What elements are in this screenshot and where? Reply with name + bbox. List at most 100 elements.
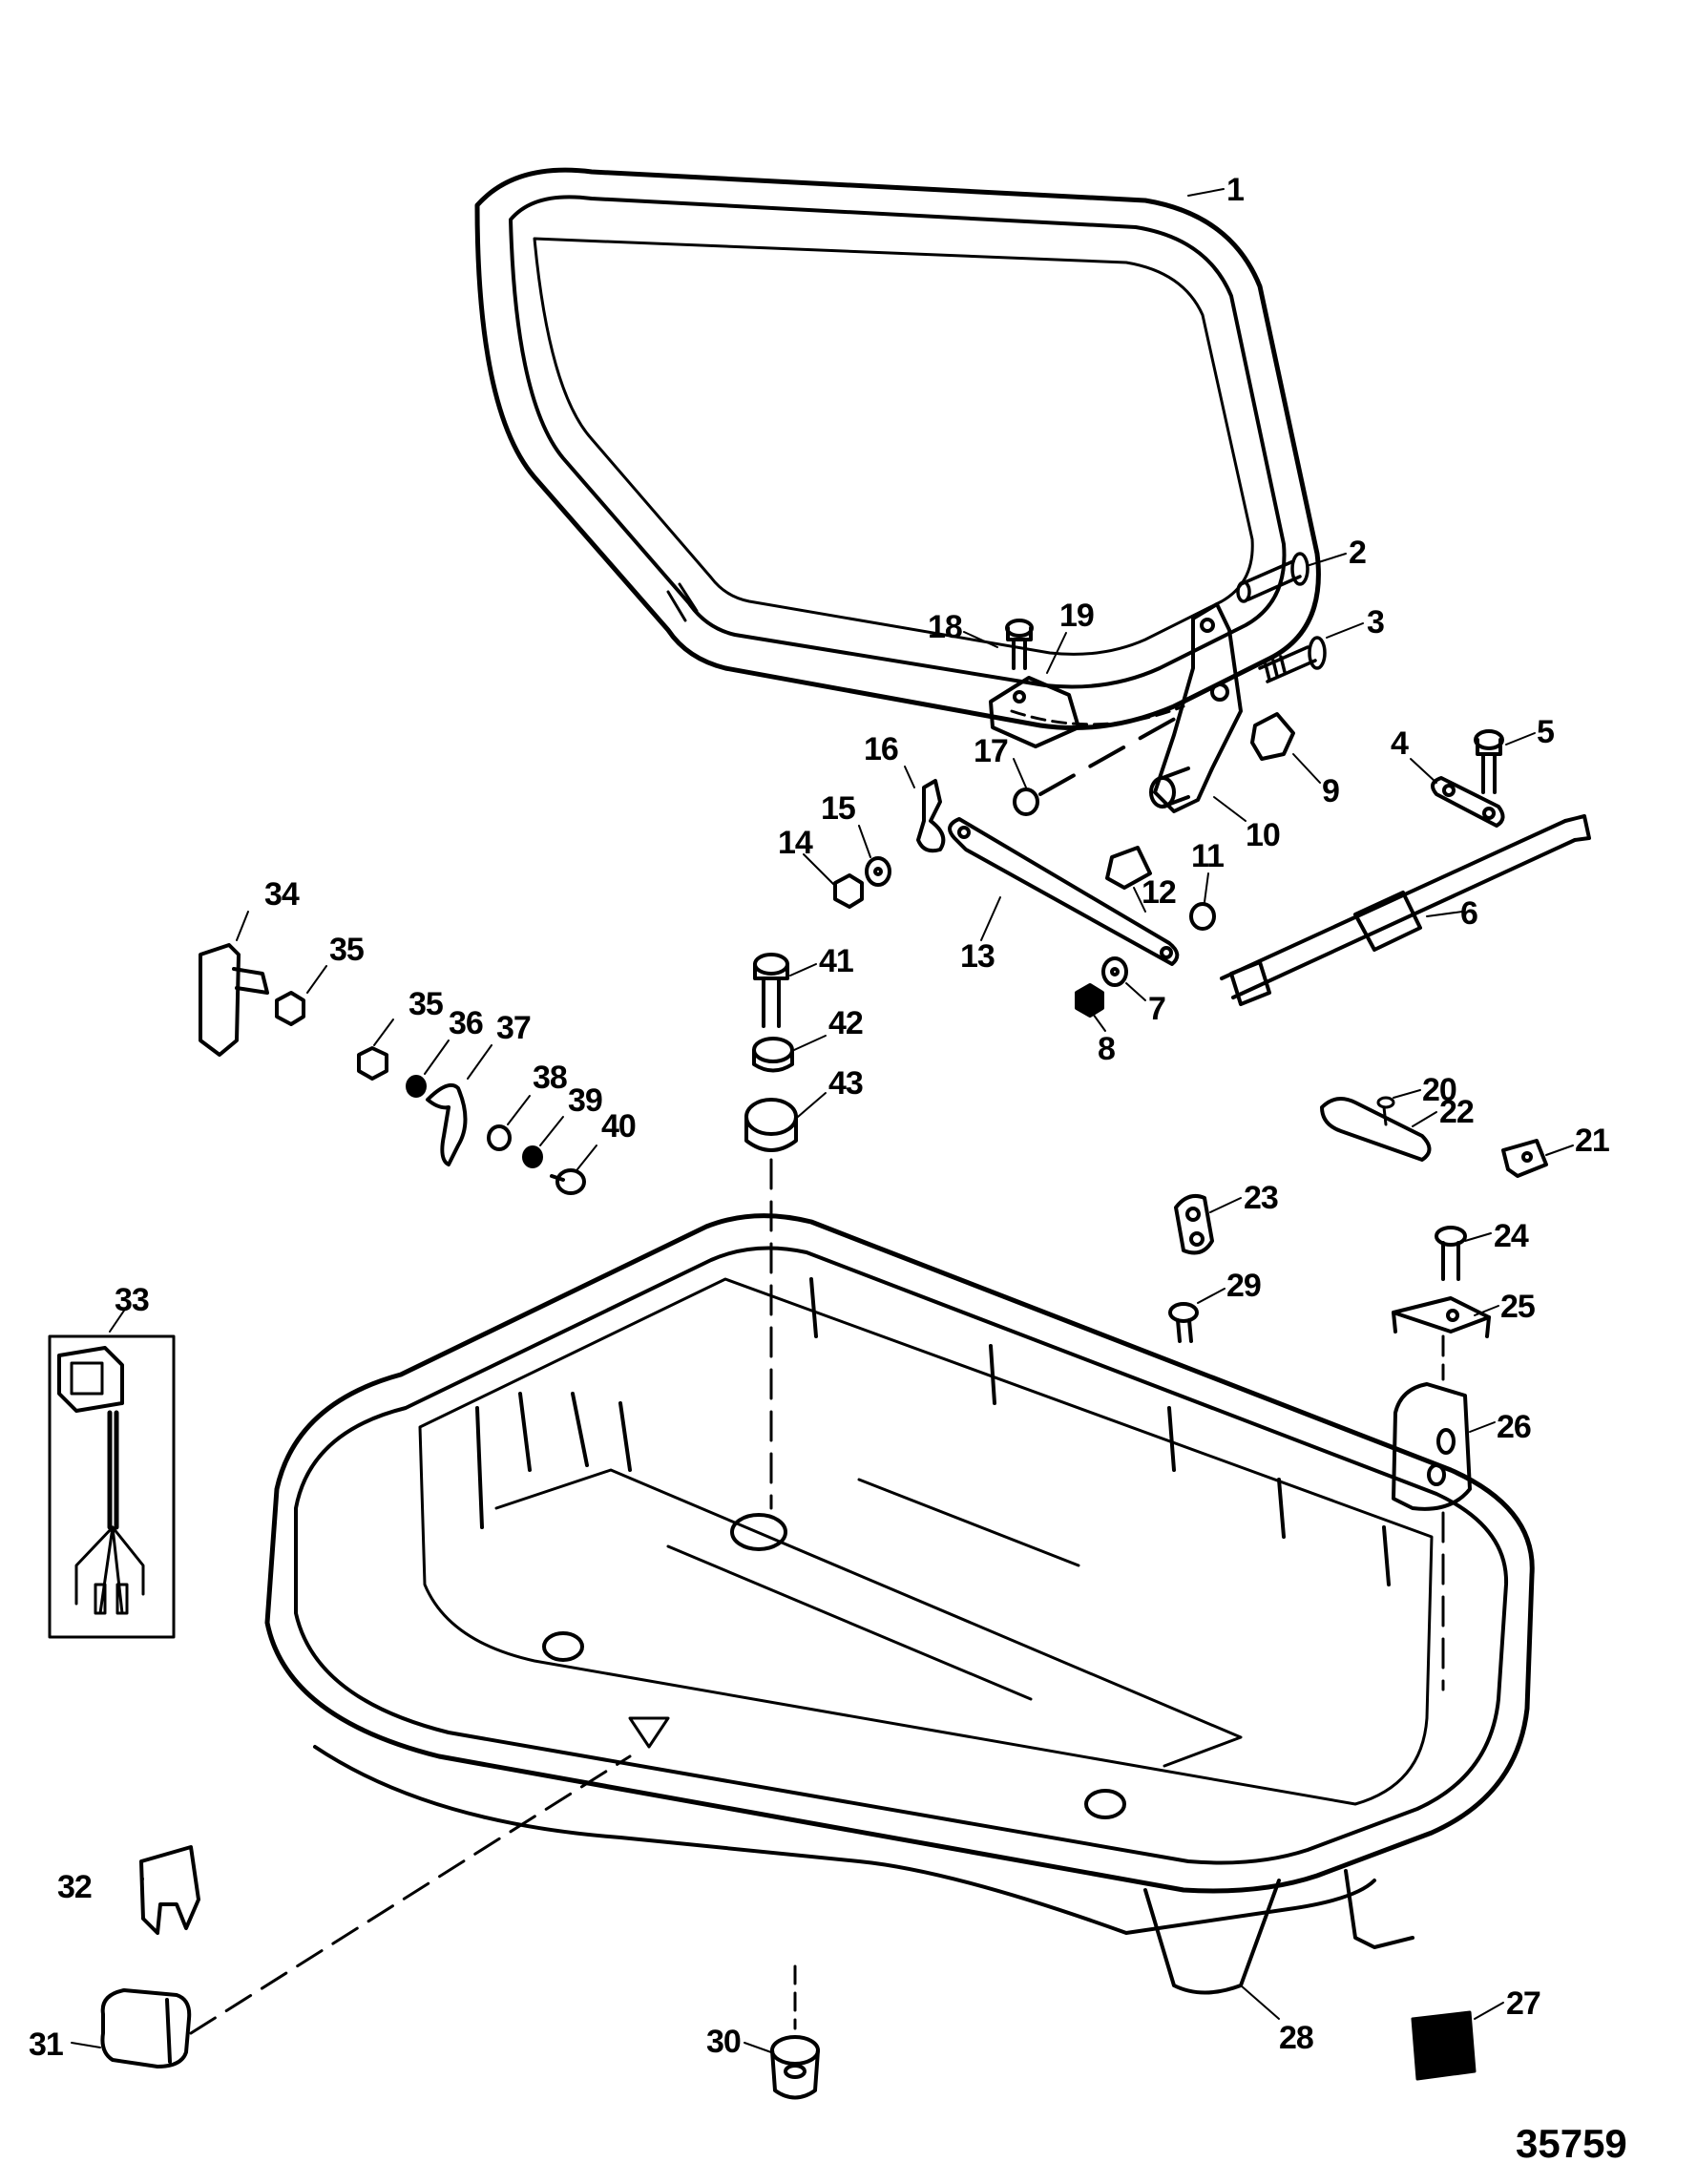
leader-7 [1125, 982, 1146, 1001]
callout-41: 41 [819, 943, 854, 979]
figure-id: 35759 [1516, 2121, 1627, 2166]
callout-14: 14 [778, 825, 813, 861]
part-7-washer [1101, 956, 1128, 987]
part-28-bottom-cowl [264, 1213, 1535, 1995]
part-25-bracket [1392, 1296, 1491, 1338]
leader-4 [1410, 758, 1437, 784]
leader-6 [1426, 911, 1463, 917]
part-21-clip [1501, 1139, 1548, 1178]
callout-21: 21 [1575, 1123, 1610, 1159]
callout-22: 22 [1439, 1094, 1475, 1130]
part-3-screw [1258, 636, 1327, 683]
part-31-plug [100, 1988, 192, 2068]
leader-12 [1133, 887, 1146, 913]
leader-5 [1505, 732, 1536, 746]
leader-41 [789, 963, 817, 976]
callout-4: 4 [1391, 725, 1409, 762]
callout-11: 11 [1191, 838, 1225, 874]
callout-8: 8 [1098, 1031, 1116, 1067]
leader-2 [1309, 553, 1347, 566]
leader-10 [1213, 796, 1247, 822]
leader-8 [1092, 1013, 1106, 1032]
part-9-bushing [1250, 712, 1295, 761]
part-40-screw [550, 1168, 586, 1195]
callout-12: 12 [1142, 874, 1177, 911]
leader-15 [858, 825, 871, 858]
part-8-nut [1075, 983, 1104, 1018]
callout-19: 19 [1059, 598, 1095, 634]
leader-9 [1292, 753, 1321, 784]
leader-20 [1393, 1089, 1421, 1099]
part-13-link [948, 817, 1180, 966]
callout-9: 9 [1322, 773, 1340, 809]
leader-42 [793, 1035, 827, 1051]
callout-13: 13 [960, 938, 995, 975]
part-37-latch-hook [426, 1083, 468, 1166]
part-24-screw [1435, 1226, 1467, 1281]
callout-38: 38 [533, 1060, 568, 1096]
part-18-screw [1005, 619, 1034, 670]
leader-29 [1197, 1288, 1226, 1304]
part-27-decal [1411, 2010, 1477, 2081]
callout-31: 31 [29, 2026, 64, 2063]
part-36-washer [406, 1075, 427, 1098]
callout-43: 43 [828, 1065, 864, 1102]
leader-3 [1326, 622, 1364, 639]
callout-39: 39 [568, 1082, 603, 1119]
callout-18: 18 [928, 609, 963, 645]
leader-30 [744, 2042, 772, 2053]
callout-29: 29 [1226, 1268, 1262, 1304]
callout-6: 6 [1460, 895, 1478, 932]
part-38-washer [487, 1124, 512, 1151]
leader-23 [1209, 1197, 1242, 1213]
part-19-retainer [989, 676, 1080, 748]
part-32-clip [139, 1845, 200, 1935]
part-1-top-seal [474, 167, 1321, 730]
part-12-bushing [1105, 846, 1152, 890]
leader-13 [980, 896, 1001, 941]
leader-21 [1545, 1144, 1574, 1156]
part-42-bushing [752, 1037, 794, 1073]
callout-15: 15 [821, 790, 856, 827]
leader-36 [424, 1040, 450, 1075]
callout-40: 40 [601, 1108, 637, 1144]
callout-37: 37 [496, 1010, 532, 1046]
leader-27 [1474, 2002, 1504, 2020]
callout-35b: 35 [409, 986, 444, 1022]
part-14-nut [833, 873, 864, 909]
leader-1 [1187, 188, 1225, 197]
leader-35a [306, 965, 327, 994]
leader-33 [109, 1307, 127, 1333]
leader-34 [236, 911, 249, 941]
leader-24 [1464, 1232, 1492, 1242]
leader-38 [507, 1095, 531, 1125]
part-17-bushing [1013, 788, 1039, 816]
callout-5: 5 [1537, 714, 1555, 750]
leader-26 [1469, 1421, 1496, 1433]
part-15-washer [865, 856, 891, 887]
assembly-line-19-10 [1038, 709, 1190, 796]
part-16-stud [916, 779, 946, 853]
leader-11 [1204, 872, 1209, 903]
callout-23: 23 [1244, 1180, 1279, 1216]
callout-3: 3 [1367, 604, 1385, 640]
part-39-washer [522, 1145, 543, 1168]
callout-35a: 35 [329, 932, 365, 968]
part-22-grommet [1320, 1097, 1432, 1162]
callout-24: 24 [1494, 1218, 1529, 1254]
leader-31 [71, 2042, 101, 2048]
leader-35b [373, 1018, 394, 1046]
leader-40 [576, 1144, 597, 1170]
callout-2: 2 [1349, 535, 1367, 571]
leader-37 [467, 1044, 492, 1080]
part-10-lever [1149, 602, 1243, 813]
callout-34: 34 [264, 876, 300, 913]
callout-17: 17 [974, 733, 1009, 769]
part-30-grommet [770, 2035, 820, 2100]
part-5-screw [1474, 729, 1504, 794]
leader-25 [1474, 1305, 1499, 1316]
leader-43 [797, 1092, 827, 1118]
leader-18 [963, 631, 998, 648]
callout-16: 16 [864, 731, 899, 767]
